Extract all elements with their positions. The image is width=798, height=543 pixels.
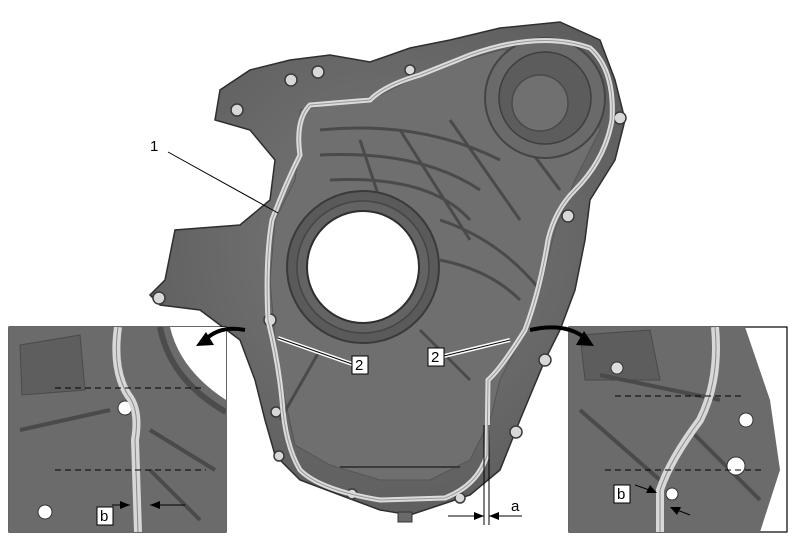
callout-2-left: 2 <box>355 357 363 374</box>
right-arrow-b2 <box>670 507 681 515</box>
sealant-bead-shadow <box>266 39 613 501</box>
crankshaft-bore <box>306 210 420 324</box>
detail-view-right <box>568 326 788 533</box>
lower-tab <box>397 511 413 523</box>
leader-2-left <box>277 336 353 366</box>
callout-b-right: b <box>617 486 625 503</box>
callout-1: 1 <box>150 138 158 155</box>
leader-1 <box>167 151 279 214</box>
detail-pointer-right <box>529 325 594 346</box>
callout-b-left: b <box>100 508 108 525</box>
callout-b-left-box <box>96 506 114 526</box>
detail-pointer-left <box>196 326 246 346</box>
callout-2-right: 2 <box>431 349 439 366</box>
callout-2-left-box <box>351 355 369 375</box>
callout-a: a <box>511 498 520 515</box>
detail-view-left <box>8 326 227 533</box>
left-arrow-b2 <box>150 501 160 509</box>
callout-b-right-box <box>613 484 631 504</box>
leader-2-right <box>443 338 511 358</box>
dimension-a <box>448 425 522 525</box>
right-arrow-b1 <box>646 485 657 493</box>
pump-boss-center <box>511 74 569 132</box>
callout-2-right-box <box>427 347 445 367</box>
left-arrow-b1 <box>120 501 130 509</box>
